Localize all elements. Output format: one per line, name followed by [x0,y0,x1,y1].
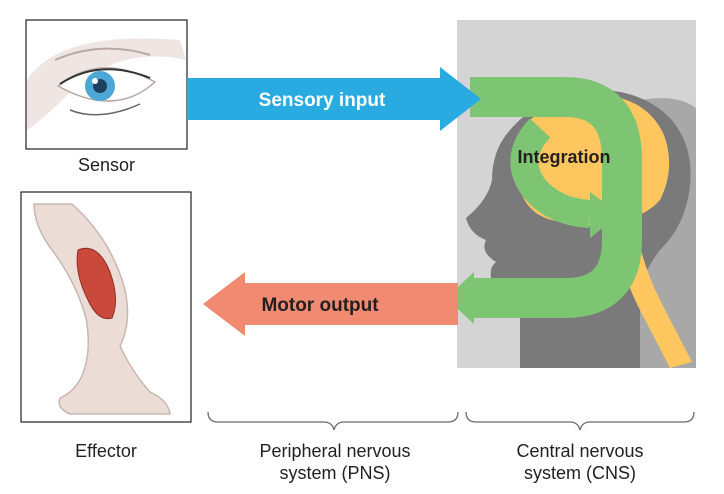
cns-label-line1: Central nervous [516,441,644,461]
effector-caption: Effector [21,440,191,462]
pns-label-line2: system (PNS) [279,463,391,483]
sensor-label: Sensor [77,155,136,175]
pns-caption: Peripheral nervous system (PNS) [218,440,452,484]
pns-brace [207,411,459,431]
integration-label: Integration [518,147,611,167]
cns-label-line2: system (CNS) [524,463,636,483]
sensory-input-arrow [187,67,481,131]
pns-label-line1: Peripheral nervous [259,441,411,461]
sensor-eye-image [25,19,188,150]
integration-loop-arrow [446,77,642,324]
sensor-caption: Sensor [26,154,187,176]
effector-leg-image [20,191,192,423]
motor-output-label: Motor output [261,295,379,316]
cns-brace [465,411,695,431]
motor-output-arrow [203,272,458,336]
effector-label: Effector [75,441,137,461]
sensory-input-label: Sensory input [259,90,386,111]
cns-caption: Central nervous system (CNS) [470,440,690,484]
